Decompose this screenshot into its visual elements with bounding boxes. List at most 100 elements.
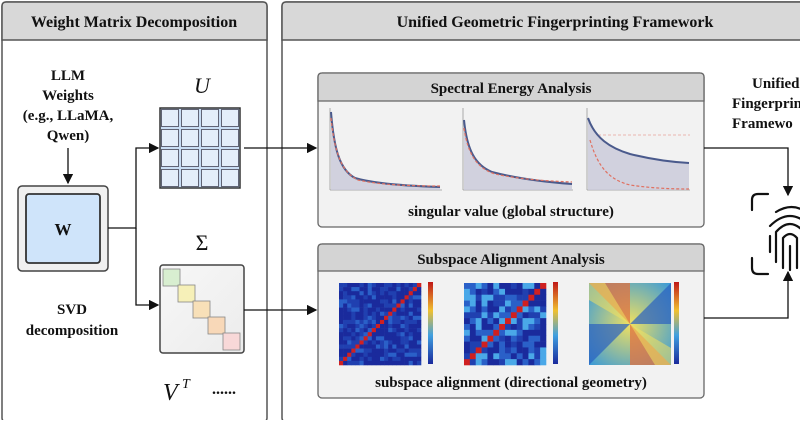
heatmap-cell [384, 319, 389, 325]
heatmap-cell [380, 283, 385, 288]
heatmap-cell [359, 332, 364, 337]
heatmap-cell [351, 360, 356, 366]
heatmap-cell [388, 291, 393, 296]
heatmap-cell [416, 311, 422, 317]
heatmap-cell [412, 299, 418, 304]
heatmap-cell [396, 295, 401, 300]
heatmap-cell [347, 328, 352, 333]
heatmap-cell [516, 288, 523, 296]
heatmap-cell [475, 335, 482, 342]
u-grid-cell [201, 109, 219, 127]
heatmap-cell [499, 294, 506, 301]
heatmap-cell [534, 347, 541, 354]
heatmap-cell [339, 311, 344, 317]
weight-matrix-w: W [17, 185, 109, 272]
heatmap-cell [343, 319, 348, 325]
heatmap-cell [396, 336, 401, 341]
heatmap-cell [388, 287, 393, 292]
heatmap-cell [355, 328, 360, 333]
spectral-caption: singular value (global structure) [408, 204, 614, 220]
heatmap-cell [388, 328, 393, 333]
heatmap-cell [400, 283, 405, 288]
heatmap-cell [499, 306, 506, 313]
u-grid-cell [161, 149, 179, 167]
heatmap-cell [355, 360, 360, 366]
heatmap-cell [493, 341, 500, 348]
heatmap-cell [540, 329, 547, 337]
heatmap-cell [396, 319, 401, 325]
heatmap-cell [400, 287, 405, 292]
u-grid-cell [201, 129, 219, 147]
heatmap-cell [396, 328, 401, 333]
heatmap-cell [367, 315, 373, 321]
alignment-heatmap-1 [339, 283, 422, 366]
heatmap-cell [404, 319, 409, 325]
heatmap-cell [469, 341, 477, 348]
heatmap-cell [481, 300, 488, 307]
heatmap-cell [380, 328, 385, 333]
heatmap-cell [400, 360, 405, 366]
heatmap-cell [412, 283, 418, 288]
heatmap-cell [522, 318, 529, 325]
heatmap-cell [404, 295, 409, 300]
heatmap-cell [475, 318, 482, 325]
heatmap-cell [371, 303, 377, 308]
heatmap-cell [380, 360, 385, 366]
heatmap-cell [396, 299, 401, 304]
heatmap-cell [487, 329, 494, 337]
heatmap-cell [367, 299, 373, 304]
heatmap-cell [392, 344, 397, 349]
heatmap-cell [487, 324, 494, 331]
heatmap-cell [355, 291, 360, 296]
heatmap-cell [375, 311, 381, 317]
heatmap-cell [481, 329, 488, 337]
heatmap-cell [339, 291, 344, 296]
heatmap-cell [375, 360, 381, 366]
heatmap-cell [339, 303, 344, 308]
heatmap-cell [363, 324, 368, 329]
heatmap-cell [384, 336, 389, 341]
heatmap-cell [493, 312, 500, 319]
heatmap-cell [408, 344, 414, 349]
heatmap-cell [380, 303, 385, 308]
heatmap-cell [384, 291, 389, 296]
heatmap-cell [510, 300, 518, 307]
heatmap-cell [355, 299, 360, 304]
heatmap-cell [400, 352, 405, 358]
heatmap-cell [510, 347, 518, 354]
heatmap-cell [355, 283, 360, 288]
heatmap-cell [464, 347, 471, 354]
heatmap-cell [375, 295, 381, 300]
u-label: U [194, 73, 212, 98]
heatmap-cell [359, 360, 364, 366]
heatmap-cell [516, 300, 523, 307]
arrow-subspace-to-output [704, 270, 794, 319]
heatmap-cell [475, 306, 482, 313]
heatmap-cell [388, 340, 393, 345]
heatmap-cell [371, 328, 377, 333]
heatmap-cell [493, 318, 500, 325]
heatmap-cell [371, 307, 377, 312]
heatmap-cell [343, 295, 348, 300]
heatmap-cell [351, 291, 356, 296]
heatmap-cell [412, 340, 418, 345]
heatmap-cell [469, 347, 477, 354]
heatmap-cell [469, 329, 477, 337]
heatmap-cell [469, 318, 477, 325]
heatmap-cell [339, 307, 344, 312]
heatmap-cell [400, 299, 405, 304]
heatmap-cell [347, 299, 352, 304]
heatmap-cell [540, 294, 547, 301]
heatmap-cell [493, 294, 500, 301]
heatmap-cell [540, 335, 547, 342]
heatmap-cell [481, 347, 488, 354]
spectral-title: Spectral Energy Analysis [431, 81, 592, 97]
heatmap-cell [384, 340, 389, 345]
heatmap-cell [367, 324, 373, 329]
heatmap-cell [464, 294, 471, 301]
svg-text:decomposition: decomposition [26, 323, 119, 339]
svg-text:LLM: LLM [51, 68, 85, 84]
heatmap-cell [351, 324, 356, 329]
heatmap-cell [371, 299, 377, 304]
